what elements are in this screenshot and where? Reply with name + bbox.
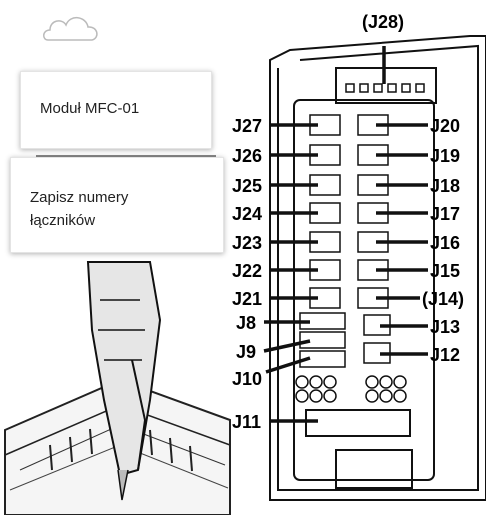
j28-pins: [345, 83, 425, 93]
note-line-2: łączników: [30, 212, 96, 229]
label-j18: J18: [430, 176, 460, 196]
note-label: Zapisz numery łączników: [30, 186, 128, 232]
cloud-icon[interactable]: [43, 17, 98, 41]
label-j27: J27: [232, 116, 262, 136]
label-j24: J24: [232, 204, 262, 224]
label-j26: J26: [232, 146, 262, 166]
label-j16: J16: [430, 233, 460, 253]
module-callout[interactable]: Moduł MFC-01: [20, 71, 212, 149]
label-j28: (J28): [362, 12, 404, 32]
label-j15: J15: [430, 261, 460, 281]
label-j13: J13: [430, 317, 460, 337]
label-j22: J22: [232, 261, 262, 281]
label-j19: J19: [430, 146, 460, 166]
connector-box: [269, 35, 486, 501]
label-j9: J9: [236, 342, 256, 362]
label-j23: J23: [232, 233, 262, 253]
note-callout[interactable]: Zapisz numery łączników: [10, 157, 224, 253]
module-label: Moduł MFC-01: [40, 100, 140, 117]
note-line-1: Zapisz numery: [30, 189, 129, 206]
label-j10: J10: [232, 369, 262, 389]
label-j21: J21: [232, 289, 262, 309]
circle-fuses: [295, 375, 407, 403]
label-j12: J12: [430, 345, 460, 365]
leader-lines: [263, 46, 428, 423]
label-j25: J25: [232, 176, 262, 196]
photo-tool-hand: [0, 155, 235, 515]
label-j11: J11: [232, 412, 261, 432]
label-j8: J8: [236, 313, 256, 333]
connector-grid: [299, 114, 391, 368]
label-j17: J17: [430, 204, 460, 224]
label-j20: J20: [430, 116, 460, 136]
label-j14: (J14): [422, 289, 464, 309]
